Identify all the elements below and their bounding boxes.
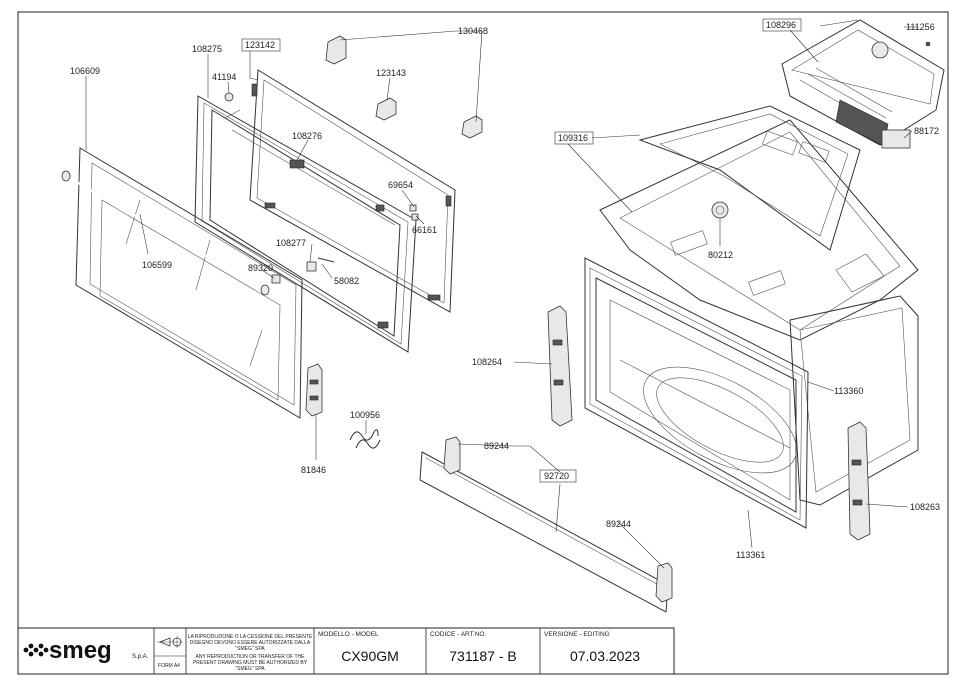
part-label-boxed: 108296 [766,20,796,30]
part-label: 89244 [606,519,631,529]
part-label: 100956 [350,410,380,420]
notice-en-line-1: ANY REPRODUCTION OR TRANSFER OF THE [196,654,306,660]
title-block: smeg S.p.A. FORM A4 LA RIPRODUZIONE O LA… [17,627,675,675]
part-label: 89244 [484,441,509,451]
part-label: 108263 [910,502,940,512]
oven-body-assembly [547,19,945,541]
notice-en-line-2: PRESENT DRAWING MUST BE AUTHORIZED BY [193,660,308,666]
part-label: 41194 [212,72,236,82]
model-header: MODELLO - MODEL [318,631,379,638]
part-label: 69654 [388,180,413,190]
part-label: 108264 [472,357,502,367]
part-label-boxed: 109316 [558,133,588,143]
version-value: 07.03.2023 [570,648,640,664]
part-label: 106599 [142,260,172,270]
part-label: 123143 [376,68,406,78]
door-assembly [61,35,483,449]
kick-panel-assembly [419,436,673,613]
code-value: 731187 - B [449,648,516,664]
notice-it-line-1: LA RIPRODUZIONE O LA CESSIONE DEL PRESEN… [188,634,313,640]
brand-name: smeg [49,637,112,664]
version-header: VERSIONE - EDITING [544,631,610,638]
part-label-boxed: 123142 [245,40,275,50]
brand-suffix: S.p.A. [132,654,149,660]
part-label: 80212 [708,250,733,260]
part-label: 108275 [192,44,222,54]
model-value: CX90GM [341,648,399,664]
part-label: 113361 [736,550,765,560]
part-label: 58082 [334,276,359,286]
form-size: FORM A4 [158,663,180,669]
drawing-frame [17,11,949,675]
part-label: 130468 [458,26,488,36]
part-label: 106609 [70,66,100,76]
part-label-boxed: 92720 [544,471,569,481]
notice-en-line-3: "SMEG" SPA [235,666,265,672]
part-label: 111256 [906,22,935,32]
part-label: 88172 [914,126,939,136]
part-label: 108277 [276,238,306,248]
notice-it-line-2: DISEGNO DEVONO ESSERE AUTORIZZATE DALLA [190,640,311,646]
leader-lines [85,19,918,569]
part-label: 113360 [834,386,863,396]
part-label: 81846 [301,465,326,475]
part-label: 108276 [292,131,322,141]
code-header: CODICE - ART.NO. [430,631,486,638]
projection-symbol [157,636,183,648]
part-labels: 106609 108275 123142 41194 130468 123143… [70,18,940,560]
part-label: 89320 [248,263,273,273]
part-label: 66161 [412,225,437,235]
smeg-logo: smeg S.p.A. [23,637,149,664]
notice-it-line-3: "SMEG" SPA [235,646,265,652]
